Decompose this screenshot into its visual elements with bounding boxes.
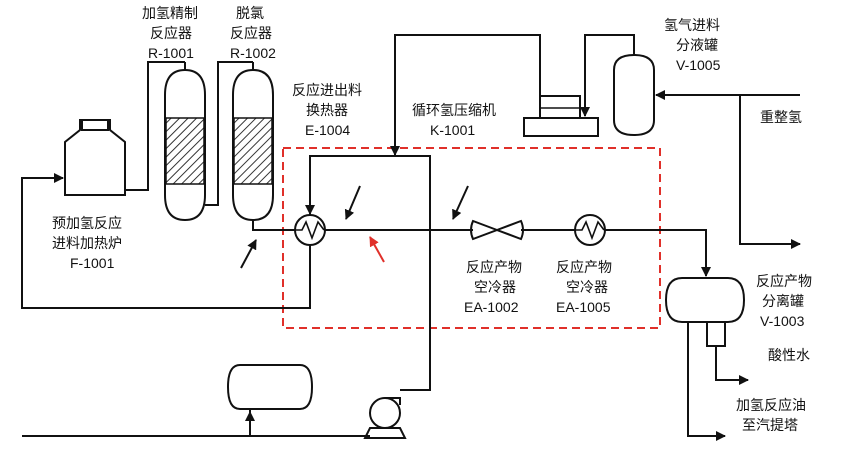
svg-text:F-1001: F-1001 — [70, 255, 115, 271]
svg-text:加氢反应油: 加氢反应油 — [736, 397, 806, 414]
svg-text:V-1005: V-1005 — [676, 57, 721, 73]
label-e1004: 反应进出料 换热器 E-1004 — [292, 82, 362, 138]
injection-arrows — [240, 185, 469, 269]
reactor-r1002 — [232, 62, 274, 222]
separator-v1003 — [664, 277, 746, 347]
furnace-f1001 — [64, 119, 126, 196]
svg-text:V-1003: V-1003 — [760, 313, 805, 329]
svg-text:EA-1002: EA-1002 — [464, 299, 519, 315]
svg-text:分离罐: 分离罐 — [762, 293, 804, 310]
svg-text:反应产物: 反应产物 — [556, 259, 612, 276]
svg-text:EA-1005: EA-1005 — [556, 299, 611, 315]
label-f1001: 预加氢反应 进料加热炉 F-1001 — [52, 215, 122, 271]
pipelines — [21, 34, 801, 441]
svg-text:分液罐: 分液罐 — [676, 38, 718, 54]
label-k1001: 循环氢压缩机 K-1001 — [412, 103, 496, 138]
svg-text:换热器: 换热器 — [306, 102, 348, 119]
pump — [363, 397, 407, 439]
compressor-k1001 — [523, 95, 599, 137]
dashed-boundary — [282, 147, 661, 329]
svg-text:至汽提塔: 至汽提塔 — [742, 418, 798, 434]
svg-text:空冷器: 空冷器 — [474, 280, 516, 296]
svg-text:空冷器: 空冷器 — [566, 280, 608, 296]
vessel-v1005 — [613, 53, 655, 137]
svg-text:加氢精制: 加氢精制 — [142, 6, 198, 22]
label-ea1005: 反应产物 空冷器 EA-1005 — [556, 259, 612, 315]
label-v1003: 反应产物 分离罐 V-1003 — [756, 273, 812, 329]
label-r1001: 加氢精制 反应器 R-1001 — [142, 6, 198, 61]
svg-text:K-1001: K-1001 — [430, 122, 475, 138]
svg-text:R-1001: R-1001 — [148, 45, 194, 61]
red-arrow — [369, 236, 385, 263]
svg-text:预加氢反应: 预加氢反应 — [52, 215, 122, 232]
svg-text:反应产物: 反应产物 — [466, 259, 522, 276]
svg-text:E-1004: E-1004 — [305, 122, 350, 138]
svg-text:反应进出料: 反应进出料 — [292, 82, 362, 99]
air-cooler-ea1005 — [574, 214, 606, 246]
svg-text:循环氢压缩机: 循环氢压缩机 — [412, 103, 496, 119]
label-acid-water: 酸性水 — [768, 348, 810, 364]
svg-text:反应器: 反应器 — [150, 25, 192, 42]
label-oil-out: 加氢反应油 至汽提塔 — [736, 397, 806, 434]
svg-text:R-1002: R-1002 — [230, 45, 276, 61]
storage-tank — [226, 364, 314, 410]
air-cooler-ea1002 — [470, 219, 524, 241]
label-v1005: 氢气进料 分液罐 V-1005 — [664, 18, 721, 73]
label-ea1002: 反应产物 空冷器 EA-1002 — [464, 259, 522, 315]
svg-text:进料加热炉: 进料加热炉 — [52, 236, 122, 252]
svg-text:反应产物: 反应产物 — [756, 273, 812, 290]
svg-text:反应器: 反应器 — [230, 25, 272, 42]
reactor-r1001 — [164, 62, 206, 222]
label-reforming-h2: 重整氢 — [760, 110, 802, 126]
heat-exchanger-e1004 — [294, 214, 326, 246]
svg-text:脱氯: 脱氯 — [236, 6, 264, 22]
label-r1002: 脱氯 反应器 R-1002 — [230, 6, 276, 61]
svg-text:氢气进料: 氢气进料 — [664, 18, 720, 34]
